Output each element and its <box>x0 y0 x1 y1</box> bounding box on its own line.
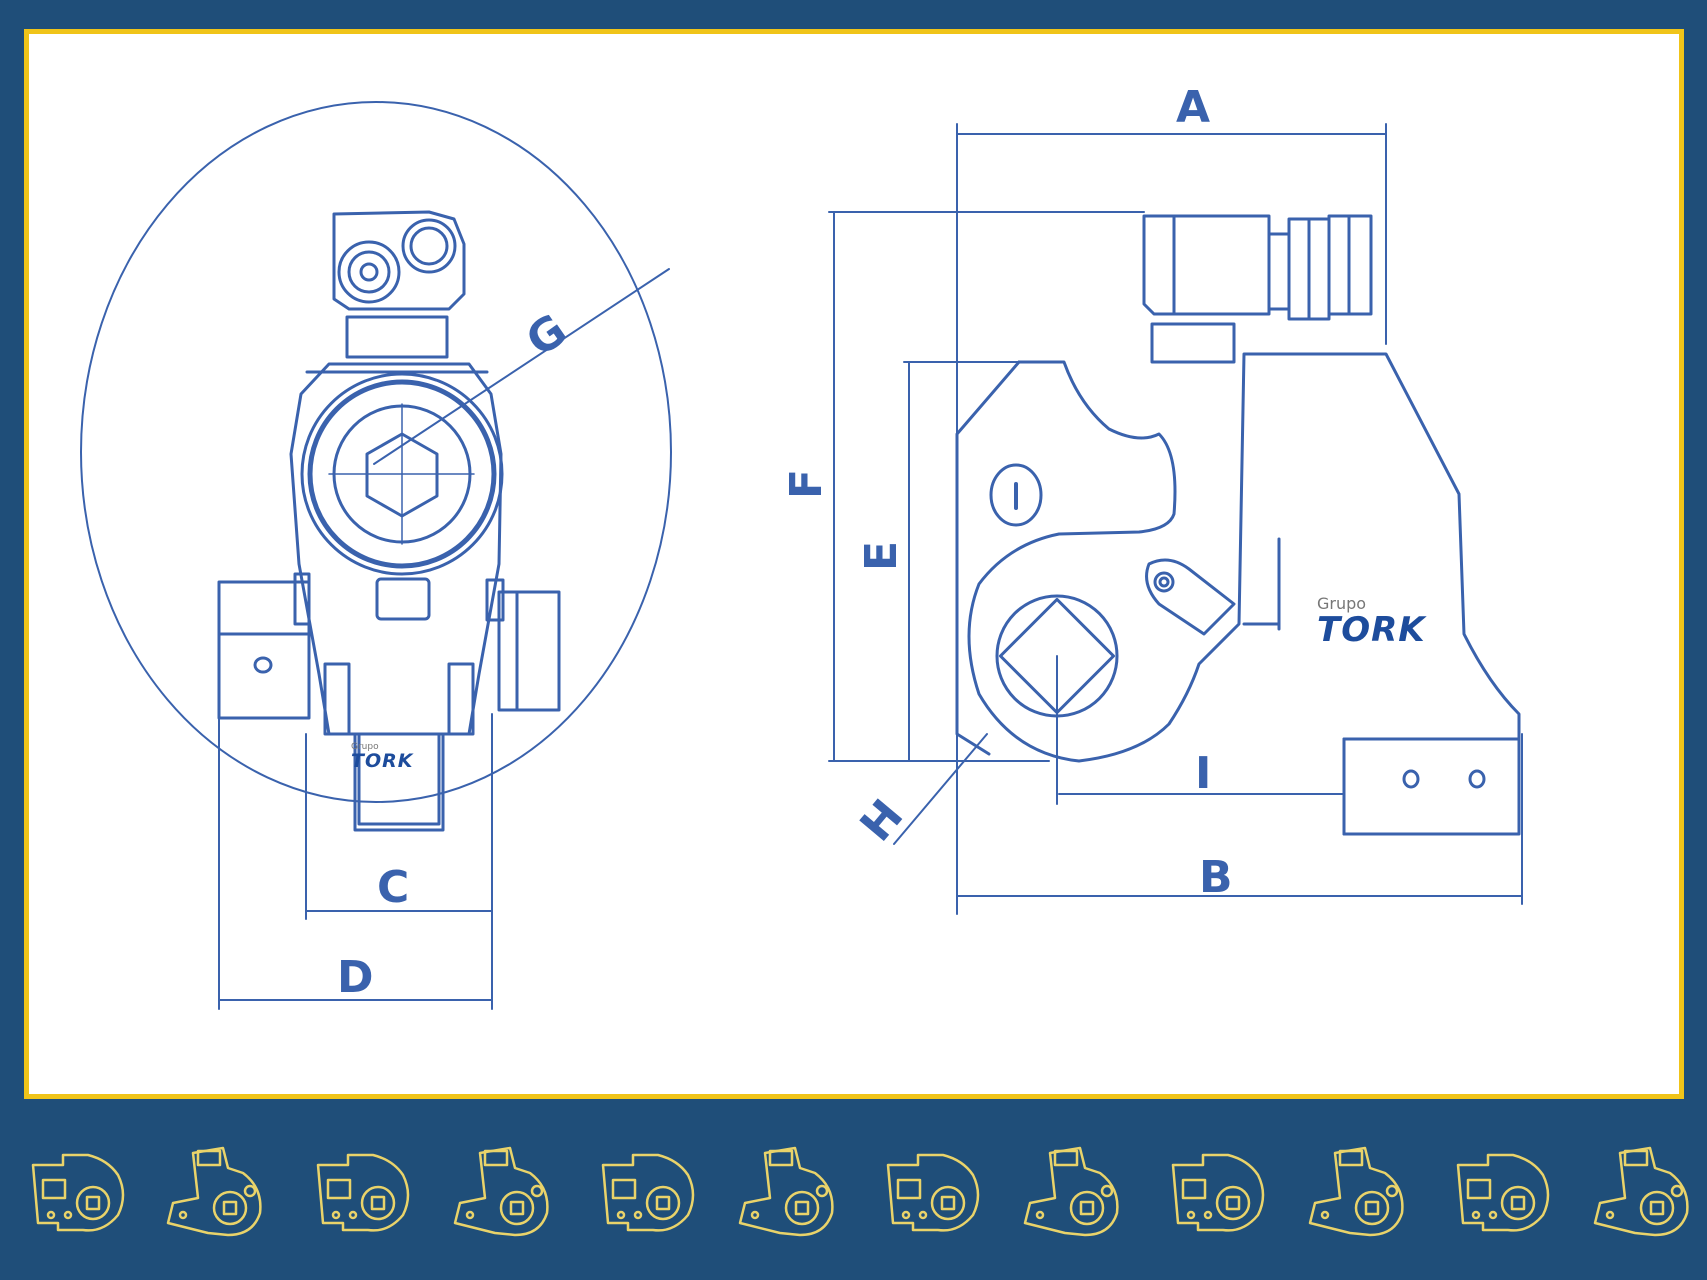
dimension-label-d: D <box>337 952 374 1003</box>
front-view <box>80 101 672 1010</box>
wrench-side-icon <box>1456 1153 1550 1232</box>
wrench-side-icon <box>1171 1153 1265 1232</box>
dimension-label-e: E <box>856 540 908 572</box>
dimension-label-c: C <box>377 862 410 913</box>
logo-grupo-text: Grupo <box>1317 594 1367 613</box>
dimension-label-i: I <box>1195 748 1212 799</box>
wrench-angle-icon <box>1308 1146 1404 1237</box>
logo-grupo-text-small: Grupo <box>351 742 379 752</box>
wrench-angle-icon <box>1593 1146 1689 1237</box>
dimension-label-a: A <box>1176 82 1211 133</box>
wrench-side-icon <box>886 1153 980 1232</box>
technical-drawing <box>80 101 1523 1010</box>
dimension-label-b: B <box>1199 852 1233 903</box>
dimension-label-f: F <box>781 468 833 500</box>
tork-logo-small: Grupo TORK <box>351 742 413 771</box>
wrench-angle-icon <box>166 1146 262 1237</box>
wrench-angle-icon <box>1023 1146 1119 1237</box>
wrench-angle-icon <box>453 1146 549 1237</box>
footer-icon-strip <box>31 1146 1689 1237</box>
wrench-angle-icon <box>738 1146 834 1237</box>
drawing-frame: A B C D E F G H I Grupo TORK Grupo TORK <box>24 29 1684 1099</box>
logo-tork-text: TORK <box>1317 610 1426 650</box>
tork-logo: Grupo TORK <box>1317 594 1426 647</box>
wrench-side-icon <box>31 1153 125 1232</box>
logo-tork-text-small: TORK <box>351 750 414 772</box>
wrench-side-icon <box>601 1153 695 1232</box>
wrench-side-icon <box>316 1153 410 1232</box>
side-view <box>828 123 1523 915</box>
